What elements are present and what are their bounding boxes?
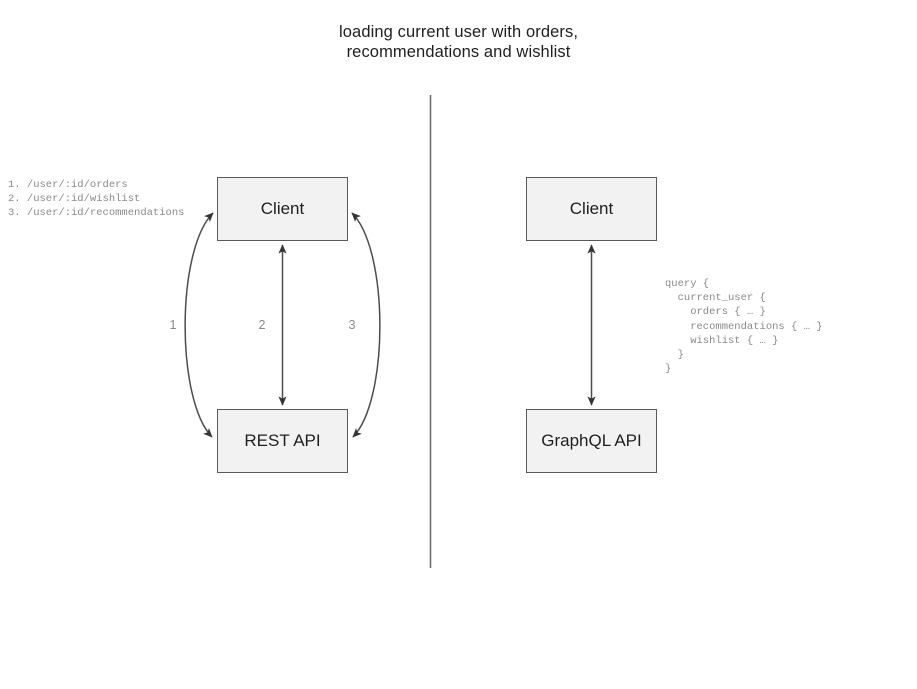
edge-label-3: 3 <box>348 318 356 332</box>
edge-label-2: 2 <box>258 318 266 332</box>
node-client-graphql: Client <box>526 177 657 241</box>
node-client-rest: Client <box>217 177 348 241</box>
node-graphql-api: GraphQL API <box>526 409 657 473</box>
diagram-title-line-2: recommendations and wishlist <box>346 43 571 61</box>
rest-endpoint-list: 1. /user/:id/orders 2. /user/:id/wishlis… <box>8 179 185 220</box>
edge-rest-1 <box>184 212 214 438</box>
diagram-title: loading current user with orders, recomm… <box>0 22 917 62</box>
edge-rest-3 <box>351 212 381 438</box>
diagram-title-line-1: loading current user with orders, <box>339 23 578 41</box>
graphql-query-block: query { current_user { orders { … } reco… <box>665 278 823 376</box>
edge-label-1: 1 <box>169 318 177 332</box>
node-rest-api: REST API <box>217 409 348 473</box>
